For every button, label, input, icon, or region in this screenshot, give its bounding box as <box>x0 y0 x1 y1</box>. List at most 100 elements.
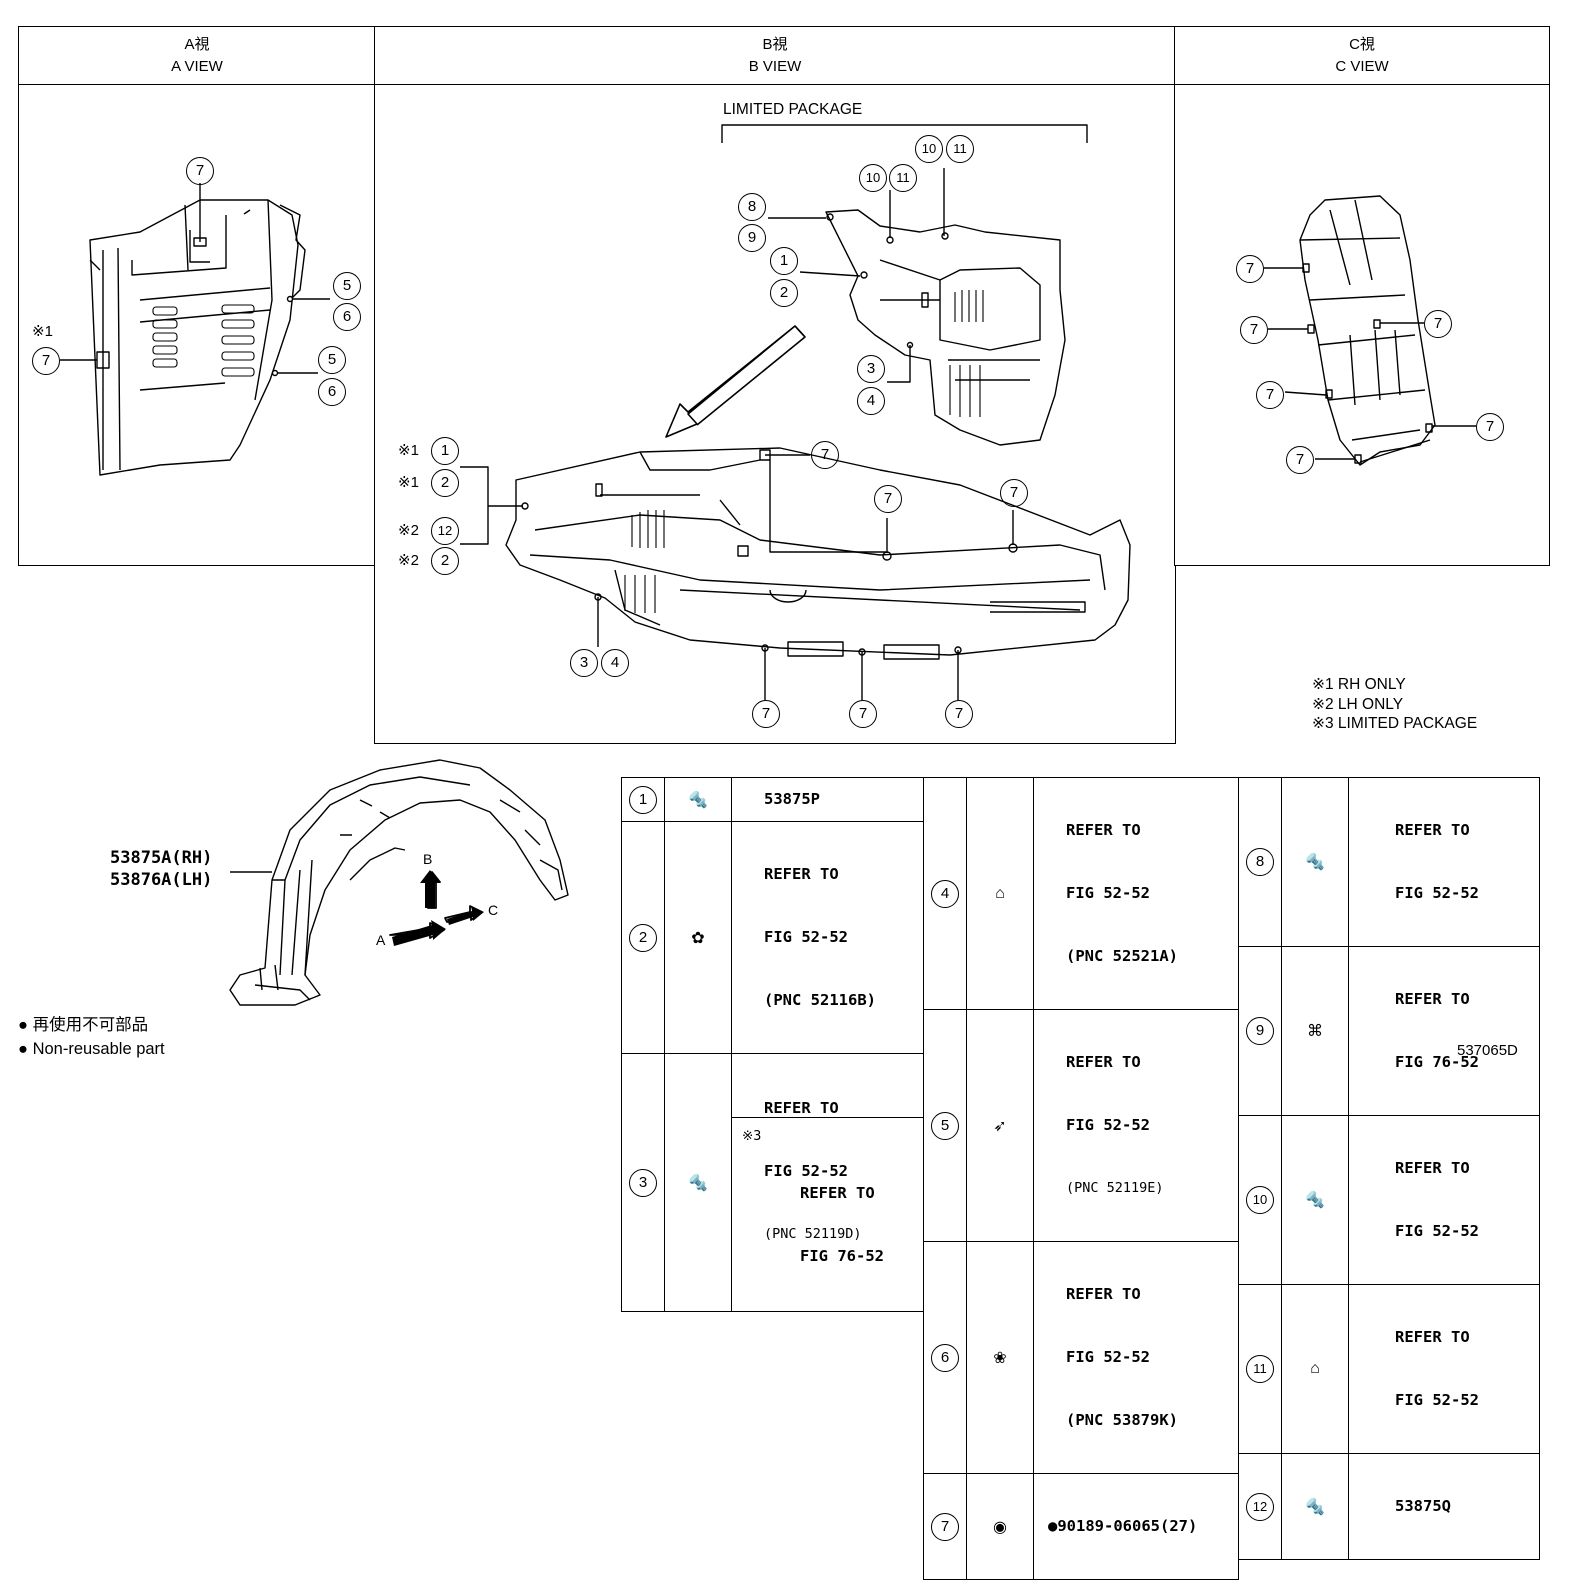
diagram-line-art <box>60 124 1476 1006</box>
part-6-ref-line: FIG 52-52 <box>1066 1348 1150 1366</box>
parts-table-col1: 1 🔩 53875P 2 ✿ REFER TO FIG 52-52 (PNC 5… <box>621 777 924 1312</box>
bolt-icon: 🔩 <box>1305 1498 1325 1516</box>
part-no-4: 4 <box>931 879 959 908</box>
callout-12: 12 <box>431 517 459 545</box>
legend-en-row: ● Non-reusable part <box>18 1037 165 1061</box>
callout-7: 7 <box>1240 316 1268 344</box>
b-view-title-en: B VIEW <box>748 58 802 75</box>
grommet-icon: ❀ <box>993 1349 1007 1367</box>
c-view-panel: C視 C VIEW <box>1174 26 1550 566</box>
speed-nut-icon: ⌘ <box>1307 1023 1323 1040</box>
note-limited-package: ※3 LIMITED PACKAGE <box>1312 715 1478 732</box>
c-view-title-jp: C視 <box>1349 36 1375 53</box>
callout-2: 2 <box>431 547 459 575</box>
callout-4: 4 <box>857 387 885 415</box>
part-no-1: 1 <box>629 785 657 814</box>
part-no-7: 7 <box>931 1512 959 1541</box>
part-10-ref-line: FIG 52-52 <box>1395 1222 1479 1240</box>
a-view-title-jp: A視 <box>184 36 210 53</box>
callout-3: 3 <box>857 355 885 383</box>
part-3-ref-line: REFER TO <box>764 1099 839 1117</box>
callout-4: 4 <box>601 649 629 677</box>
arrow-label-b: B <box>423 851 433 867</box>
limited-package-mark: ※3 <box>742 1128 762 1144</box>
part-11-ref-line: FIG 52-52 <box>1395 1391 1479 1409</box>
callouts-layer: 7 5 6 5 6 ※1 7 LIMITED PACKAGE 10 11 10 … <box>32 101 1504 728</box>
part-3-sub-ref-line: REFER TO <box>800 1184 875 1202</box>
callout-9: 9 <box>738 224 766 252</box>
part-8-ref-line: FIG 52-52 <box>1395 884 1479 902</box>
callout-11: 11 <box>889 164 917 192</box>
callout-7: 7 <box>32 347 60 375</box>
parts-table-col2: 4 ⌂ REFER TO FIG 52-52 (PNC 52521A) 5 ➶ … <box>923 777 1239 1580</box>
part-2-ref-line: (PNC 52116B) <box>764 991 876 1009</box>
callout-7: 7 <box>945 700 973 728</box>
part-6-ref-line: REFER TO <box>1066 1285 1141 1303</box>
part-7-ref: ●90189-06065(27) <box>1048 1517 1198 1535</box>
c-view-liner-drawing <box>1264 195 1476 466</box>
callout-7: 7 <box>811 441 839 469</box>
part-6-ref-line: (PNC 53879K) <box>1066 1411 1178 1429</box>
c-view-title-en: C VIEW <box>1335 58 1389 75</box>
main-part-number: 53875A(RH) 53876A(LH) <box>110 847 212 891</box>
callout-7: 7 <box>1286 446 1314 474</box>
legend-jp-row: ● 再使用不可部品 <box>18 1013 165 1037</box>
callout-2: 2 <box>770 279 798 307</box>
limited-package-label: LIMITED PACKAGE <box>723 101 863 118</box>
part-5-ref-line: REFER TO <box>1066 1053 1141 1071</box>
clip-icon: ✿ <box>691 929 705 947</box>
part-no-3: 3 <box>629 1168 657 1197</box>
part-no-2: 2 <box>629 923 657 952</box>
part-2-ref-line: FIG 52-52 <box>764 928 848 946</box>
notes-list: ※1 RH ONLY ※2 LH ONLY ※3 LIMITED PACKAGE <box>1312 675 1477 734</box>
a-view-header: A視 A VIEW <box>19 27 375 85</box>
part-5-ref-line: FIG 52-52 <box>1066 1116 1150 1134</box>
part-no-9: 9 <box>1246 1017 1274 1045</box>
part-11-ref-line: REFER TO <box>1395 1328 1470 1346</box>
part-no-8: 8 <box>1246 848 1274 876</box>
part-4-ref-line: (PNC 52521A) <box>1066 947 1178 965</box>
callout-10: 10 <box>915 135 943 163</box>
part-8-ref-line: REFER TO <box>1395 821 1470 839</box>
legend: ● 再使用不可部品 ● Non-reusable part <box>18 1013 165 1061</box>
callout-10: 10 <box>859 164 887 192</box>
part-12-ref: 53875Q <box>1395 1497 1451 1515</box>
callout-7: 7 <box>1236 255 1264 283</box>
lh-only-mark: ※2 <box>398 552 419 569</box>
nut-clip-icon: ⌂ <box>995 884 1005 902</box>
lh-only-mark: ※2 <box>398 522 419 539</box>
b-view-limited-part-drawing <box>768 168 1066 446</box>
part-no-5: 5 <box>931 1111 959 1140</box>
b-view-main-part-drawing <box>460 447 1131 700</box>
screw-icon: 🔩 <box>1305 854 1325 871</box>
a-view-liner-drawing <box>60 183 330 476</box>
rh-only-mark: ※1 <box>32 323 53 340</box>
part-3-sub-ref-line: FIG 76-52 <box>800 1247 884 1265</box>
b-view-header: B視 B VIEW <box>375 27 1175 85</box>
part-5-ref-line: (PNC 52119E) <box>1066 1180 1164 1196</box>
c-view-header: C視 C VIEW <box>1175 27 1549 85</box>
part-no-10: 10 <box>1246 1186 1274 1214</box>
b-view-title-jp: B視 <box>762 36 788 53</box>
nut-clip-icon: ⌂ <box>1310 1360 1320 1377</box>
legend-en-text: Non-reusable part <box>32 1040 165 1058</box>
non-reusable-dot-icon: ● <box>18 1040 28 1058</box>
part-no-11: 11 <box>1246 1355 1274 1383</box>
part-10-ref-line: REFER TO <box>1395 1159 1470 1177</box>
callout-8: 8 <box>738 193 766 221</box>
callout-5: 5 <box>333 272 361 300</box>
callout-1: 1 <box>431 437 459 465</box>
note-lh-only: ※2 LH ONLY <box>1312 695 1404 713</box>
callout-6: 6 <box>333 303 361 331</box>
direction-arrows <box>392 870 484 946</box>
part-9-ref-line: REFER TO <box>1395 990 1470 1008</box>
part-2-ref-line: REFER TO <box>764 865 839 883</box>
callout-1: 1 <box>770 247 798 275</box>
callout-2: 2 <box>431 469 459 497</box>
part-number-rh: 53875A(RH) <box>110 848 213 868</box>
bolt-icon: 🔩 <box>1305 1192 1325 1209</box>
legend-jp-text: 再使用不可部品 <box>32 1016 149 1034</box>
b-view-panel: B視 B VIEW <box>374 26 1176 744</box>
callout-3: 3 <box>570 649 598 677</box>
callout-7: 7 <box>186 157 214 185</box>
